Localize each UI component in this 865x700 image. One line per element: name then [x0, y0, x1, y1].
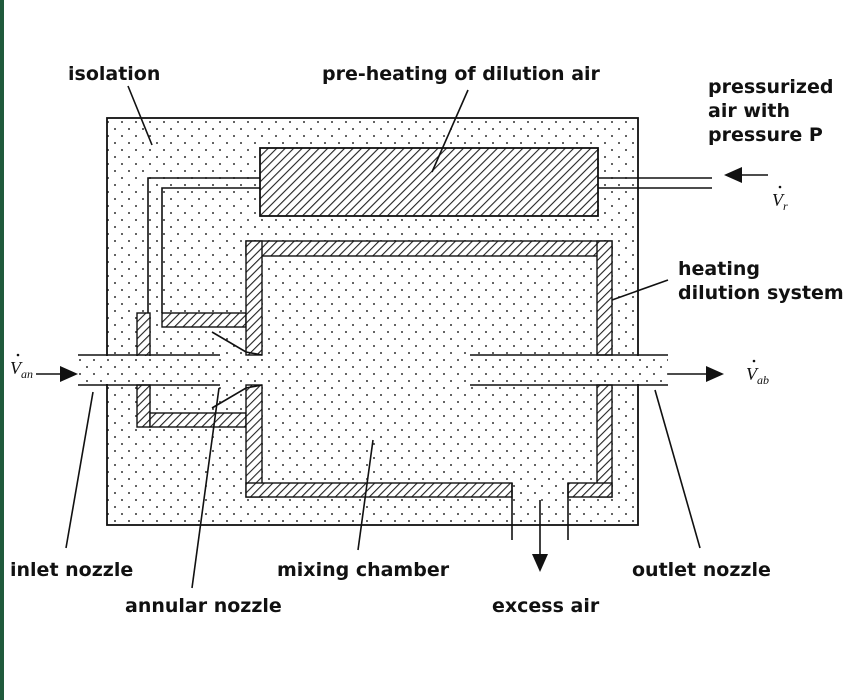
label-pressurized-3: pressure P	[708, 124, 823, 146]
label-heating-1: heating	[678, 258, 760, 280]
excess-air-pipe	[511, 483, 569, 540]
symbol-v-an: Van	[10, 353, 33, 381]
svg-text:Vr: Vr	[772, 190, 788, 213]
arrow-down-icon	[532, 500, 548, 572]
symbol-v-ab: Vab	[746, 359, 769, 387]
supply-pipe	[147, 177, 712, 313]
label-preheating: pre-heating of dilution air	[322, 63, 601, 85]
arrow-right-icon	[668, 366, 724, 382]
label-pressurized-2: air with	[708, 100, 790, 122]
arrow-right-inlet-icon	[36, 366, 78, 382]
label-inlet-nozzle: inlet nozzle	[10, 559, 133, 581]
label-excess-air: excess air	[492, 595, 600, 617]
svg-text:Vab: Vab	[746, 364, 769, 387]
symbol-v-r: Vr	[772, 185, 788, 213]
label-annular-nozzle: annular nozzle	[125, 595, 282, 617]
inlet-nozzle	[78, 331, 263, 409]
label-heating-2: dilution system	[678, 282, 844, 304]
leader-lines	[65, 85, 701, 589]
label-pressurized-1: pressurized	[708, 76, 833, 98]
label-mixing-chamber: mixing chamber	[277, 559, 450, 581]
annular-nozzle-walls	[136, 312, 247, 428]
preheater-block	[259, 147, 599, 217]
label-isolation: isolation	[68, 63, 160, 85]
arrow-left-icon	[724, 167, 768, 183]
outlet-nozzle	[470, 354, 668, 386]
svg-text:Van: Van	[10, 358, 33, 381]
label-outlet-nozzle: outlet nozzle	[632, 559, 771, 581]
